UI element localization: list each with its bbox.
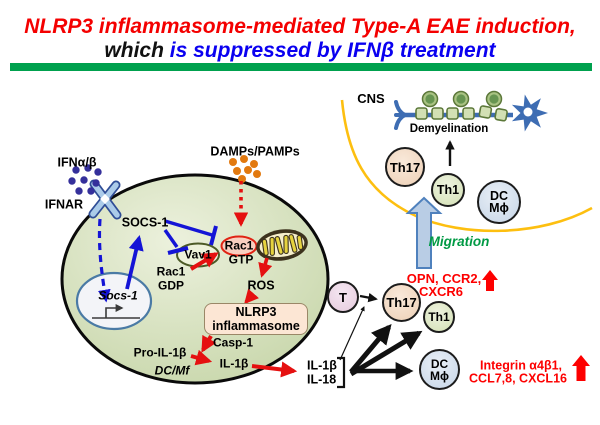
peripheral-th1-label: Th1 <box>428 310 450 324</box>
label-casp1: Casp-1 <box>212 335 254 350</box>
ifn-signal-arrows <box>97 218 218 303</box>
label-il18-out: IL-18 <box>307 372 337 387</box>
label-ccl7-cxcl16: CCL7,8, CXCL16 <box>469 371 567 386</box>
label-socs1-gene: Socs-1 <box>98 288 138 303</box>
label-damps-pamps: DAMPs/PAMPs <box>210 144 300 159</box>
inflammasome-arrows <box>189 181 298 378</box>
label-vav1: Vav1 <box>184 247 212 262</box>
label-ros: ROS <box>247 278 275 293</box>
cns-th17-cell: Th17 <box>385 147 425 187</box>
up-arrow-opn-icon <box>482 270 498 291</box>
title-line1: NLRP3 inflammasome-mediated Type-A EAE i… <box>24 15 576 38</box>
title-line2-suffix: is suppressed by IFNβ treatment <box>169 39 496 62</box>
label-cns: CNS <box>357 91 385 107</box>
nlrp3-line2: inflammasome <box>212 319 300 333</box>
label-rac1-gdp: Rac1 <box>156 264 186 279</box>
t-cell-label: T <box>339 289 347 305</box>
ifn-particles-icon <box>68 164 102 195</box>
label-gtp: GTP <box>228 252 254 267</box>
induction-arrows <box>337 140 455 389</box>
label-integrin: Integrin α4β1, <box>480 358 562 373</box>
nlrp3-line1: NLRP3 <box>235 305 277 319</box>
cns-th1-label: Th1 <box>436 182 460 197</box>
title-divider <box>10 63 592 71</box>
cns-th17-label: Th17 <box>389 159 421 175</box>
cns-th1-cell: Th1 <box>431 173 465 207</box>
myelin-segments-icon <box>415 90 508 122</box>
label-ifn-alpha-beta: IFNα/β <box>57 155 97 170</box>
cns-mphi-label: Mϕ <box>489 201 509 215</box>
label-migration: Migration <box>428 233 490 249</box>
label-socs1: SOCS-1 <box>121 215 169 230</box>
label-cell-type: DC/Mf <box>154 363 190 378</box>
peripheral-mphi-label: Mϕ <box>430 368 449 383</box>
nucleus <box>75 271 153 331</box>
peripheral-th17-label: Th17 <box>386 295 417 310</box>
cns-dc-macrophage-cell: DC Mϕ <box>477 180 521 224</box>
label-opn-ccr2: OPN, CCR2, <box>406 271 482 287</box>
title-line2-prefix: which <box>104 39 170 62</box>
slide-title: NLRP3 inflammasome-mediated Type-A EAE i… <box>0 15 600 63</box>
label-demyelination: Demyelination <box>409 122 489 135</box>
peripheral-dc-macrophage-cell: DC Mϕ <box>419 349 460 390</box>
migration-arrow-icon <box>405 196 443 269</box>
transcription-start-icon <box>105 304 124 318</box>
label-pro-il1b: Pro-IL-1β <box>133 345 187 360</box>
il-bracket-icon <box>337 356 346 389</box>
label-il1b-out: IL-1β <box>307 358 337 373</box>
mitochondria-icon <box>256 229 308 261</box>
nlrp3-inflammasome-box: NLRP3 inflammasome <box>204 303 308 335</box>
peripheral-dc-label: DC <box>430 356 449 371</box>
label-ifnar: IFNAR <box>44 197 84 212</box>
label-rac1-gtp: Rac1 <box>224 238 254 253</box>
label-il1b-cell: IL-1β <box>219 356 249 371</box>
label-cxcr6: CXCR6 <box>418 284 464 300</box>
peripheral-th17-cell: Th17 <box>382 283 421 322</box>
t-cell: T <box>327 281 359 313</box>
up-arrow-integrin-icon <box>572 355 590 381</box>
label-gdp: GDP <box>157 278 185 293</box>
peripheral-th1-cell: Th1 <box>423 301 455 333</box>
ifnar-receptor-icon <box>88 179 122 220</box>
neuron-icon <box>394 90 548 132</box>
cns-dc-label: DC <box>489 188 509 203</box>
